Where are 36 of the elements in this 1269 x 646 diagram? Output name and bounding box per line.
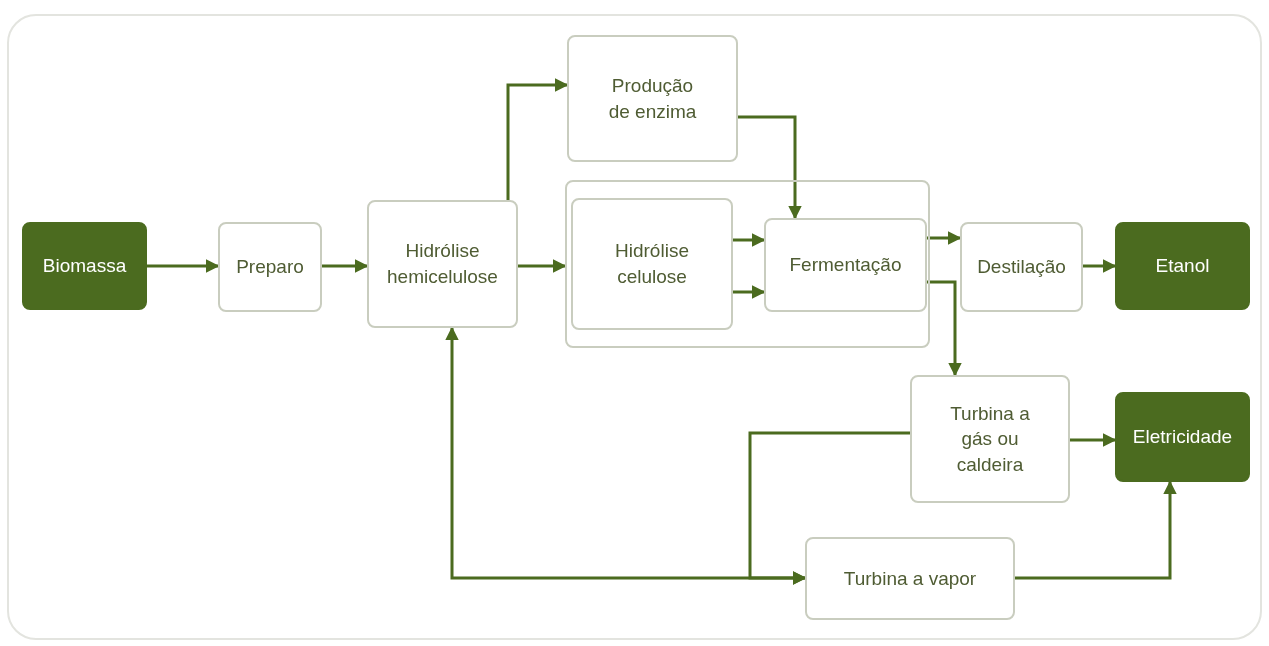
process-box <box>567 35 738 162</box>
arrow <box>733 233 766 247</box>
arrow <box>733 285 766 299</box>
node-label: Produção de enzima <box>607 73 698 124</box>
node-label: Fermentação <box>788 253 903 278</box>
node-label: Preparo <box>235 255 305 280</box>
arrow <box>506 78 569 200</box>
arrow <box>738 115 802 220</box>
process-box <box>218 222 322 312</box>
process-box <box>910 375 1070 503</box>
arrow <box>518 259 567 273</box>
process-box <box>805 537 1015 620</box>
arrow <box>445 326 807 585</box>
terminal-box <box>22 222 147 310</box>
terminal-box <box>1115 392 1250 482</box>
terminal-box <box>1115 222 1250 310</box>
arrow <box>1083 259 1117 273</box>
node-label: Eletricidade <box>1131 425 1234 450</box>
arrow <box>1015 480 1177 580</box>
arrow <box>927 280 962 377</box>
process-box <box>960 222 1083 312</box>
arrow <box>1070 433 1117 447</box>
process-box <box>367 200 518 328</box>
node-label: Etanol <box>1154 254 1211 279</box>
node-label: Hidrólise hemicelulose <box>386 239 499 289</box>
node-label: Biomassa <box>41 254 128 279</box>
node-label: Turbina a vapor <box>842 566 978 591</box>
arrow <box>927 231 962 245</box>
process-box <box>764 218 927 312</box>
node-label: Hidrólise celulose <box>614 239 690 289</box>
node-label: Turbina a gás ou caldeira <box>949 401 1031 477</box>
process-box <box>571 198 733 330</box>
arrow <box>322 259 369 273</box>
group-box <box>565 180 930 348</box>
arrow <box>147 259 220 273</box>
node-label: Destilação <box>976 255 1067 280</box>
